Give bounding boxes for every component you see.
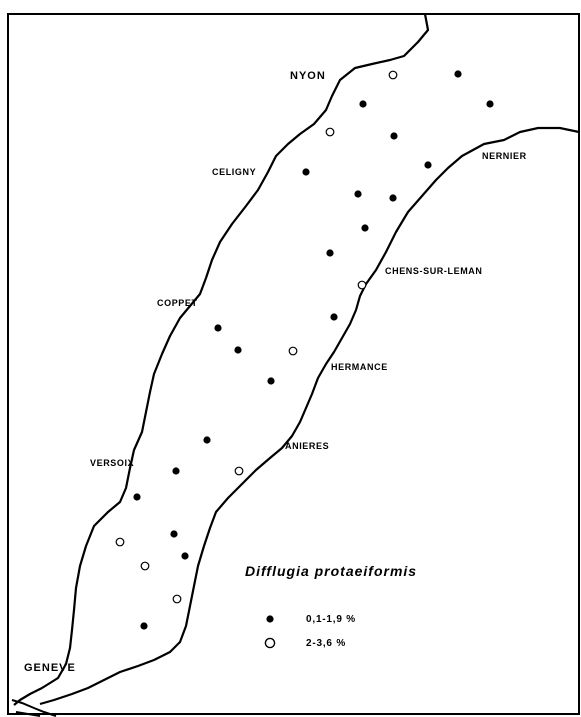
station-open-circle	[388, 70, 398, 80]
legend-label-open: 2-3,6 %	[306, 637, 347, 649]
station-filled-dot	[424, 161, 432, 169]
station-filled-dot	[170, 530, 178, 538]
station-filled-dot	[267, 377, 275, 385]
station-filled-dot	[302, 168, 310, 176]
north-shoreline	[13, 13, 430, 706]
town-label-nyon: NYON	[290, 70, 326, 82]
station-open-circle	[115, 537, 125, 547]
station-filled-dot	[133, 493, 141, 501]
station-filled-dot	[390, 132, 398, 140]
town-label-chens: CHENS-SUR-LEMAN	[385, 266, 483, 276]
station-filled-dot	[389, 194, 397, 202]
station-filled-dot	[359, 100, 367, 108]
station-open-circle	[288, 346, 298, 356]
town-label-anieres: ANIERES	[285, 441, 330, 451]
station-filled-dot	[330, 313, 338, 321]
legend-open-circle	[264, 637, 276, 649]
legend-species-title: Difflugia protaeiformis	[245, 563, 418, 579]
station-filled-dot	[140, 622, 148, 630]
station-filled-dot	[354, 190, 362, 198]
rhone-outflow	[11, 699, 57, 717]
town-label-geneve: GENEVE	[24, 662, 76, 674]
station-filled-dot	[326, 249, 334, 257]
station-open-circle	[234, 466, 244, 476]
legend-label-filled: 0,1-1,9 %	[306, 613, 357, 625]
legend-filled-dot-slot	[260, 611, 280, 627]
south-shoreline	[39, 126, 580, 706]
town-label-coppet: COPPET	[157, 298, 198, 308]
station-open-circle	[172, 594, 182, 604]
station-open-circle	[357, 280, 367, 290]
sampling-stations	[115, 70, 494, 630]
station-open-circle	[325, 127, 335, 137]
station-filled-dot	[361, 224, 369, 232]
town-label-versoix: VERSOIX	[90, 458, 135, 468]
station-filled-dot	[214, 324, 222, 332]
legend-filled-dot	[266, 615, 274, 623]
map-frame	[7, 13, 580, 715]
town-label-nernier: NERNIER	[482, 151, 527, 161]
station-filled-dot	[203, 436, 211, 444]
station-filled-dot	[172, 467, 180, 475]
legend-row-open: 2-3,6 %	[260, 635, 346, 651]
town-label-hermance: HERMANCE	[331, 362, 388, 372]
station-open-circle	[140, 561, 150, 571]
legend-row-filled: 0,1-1,9 %	[260, 611, 356, 627]
station-filled-dot	[486, 100, 494, 108]
station-filled-dot	[234, 346, 242, 354]
town-label-celigny: CELIGNY	[212, 167, 257, 177]
station-filled-dot	[454, 70, 462, 78]
legend-open-circle-slot	[260, 635, 280, 651]
station-filled-dot	[181, 552, 189, 560]
